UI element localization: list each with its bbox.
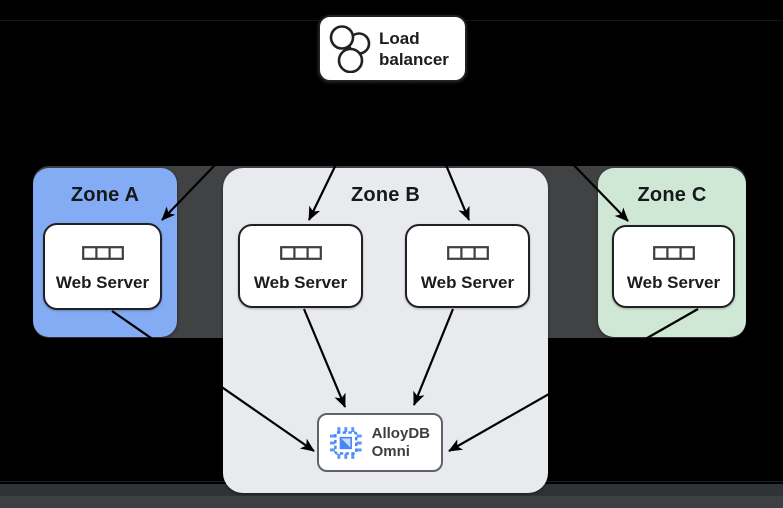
server-rack-icon: [279, 245, 322, 260]
server-rack-icon: [652, 246, 695, 260]
load-balancer-label: Load balancer: [379, 28, 449, 69]
zone-c-web-server: Web Server: [612, 225, 735, 308]
zone-c-title: Zone C: [637, 184, 707, 206]
web-server-label: Web Server: [626, 273, 721, 292]
zone-a-web-server: Web Server: [43, 223, 162, 310]
web-server-label: Web Server: [253, 272, 348, 292]
web-server-label: Web Server: [420, 272, 515, 292]
alloydb-omni-label: AlloyDB Omni: [371, 424, 430, 460]
zone-a-title: Zone A: [70, 184, 140, 206]
zone-b-web-server-1: Web Server: [238, 224, 363, 308]
chip-icon: [329, 426, 362, 459]
server-rack-icon: [446, 245, 489, 260]
web-server-label: Web Server: [55, 273, 150, 292]
load-balancer-icon: [329, 24, 371, 73]
zone-b-title: Zone B: [351, 184, 420, 206]
bottom-band-lower: [0, 496, 783, 508]
alloydb-omni: AlloyDB Omni: [317, 413, 443, 472]
load-balancer: Load balancer: [318, 15, 467, 82]
server-rack-icon: [81, 246, 124, 260]
zone-b-web-server-2: Web Server: [405, 224, 530, 308]
